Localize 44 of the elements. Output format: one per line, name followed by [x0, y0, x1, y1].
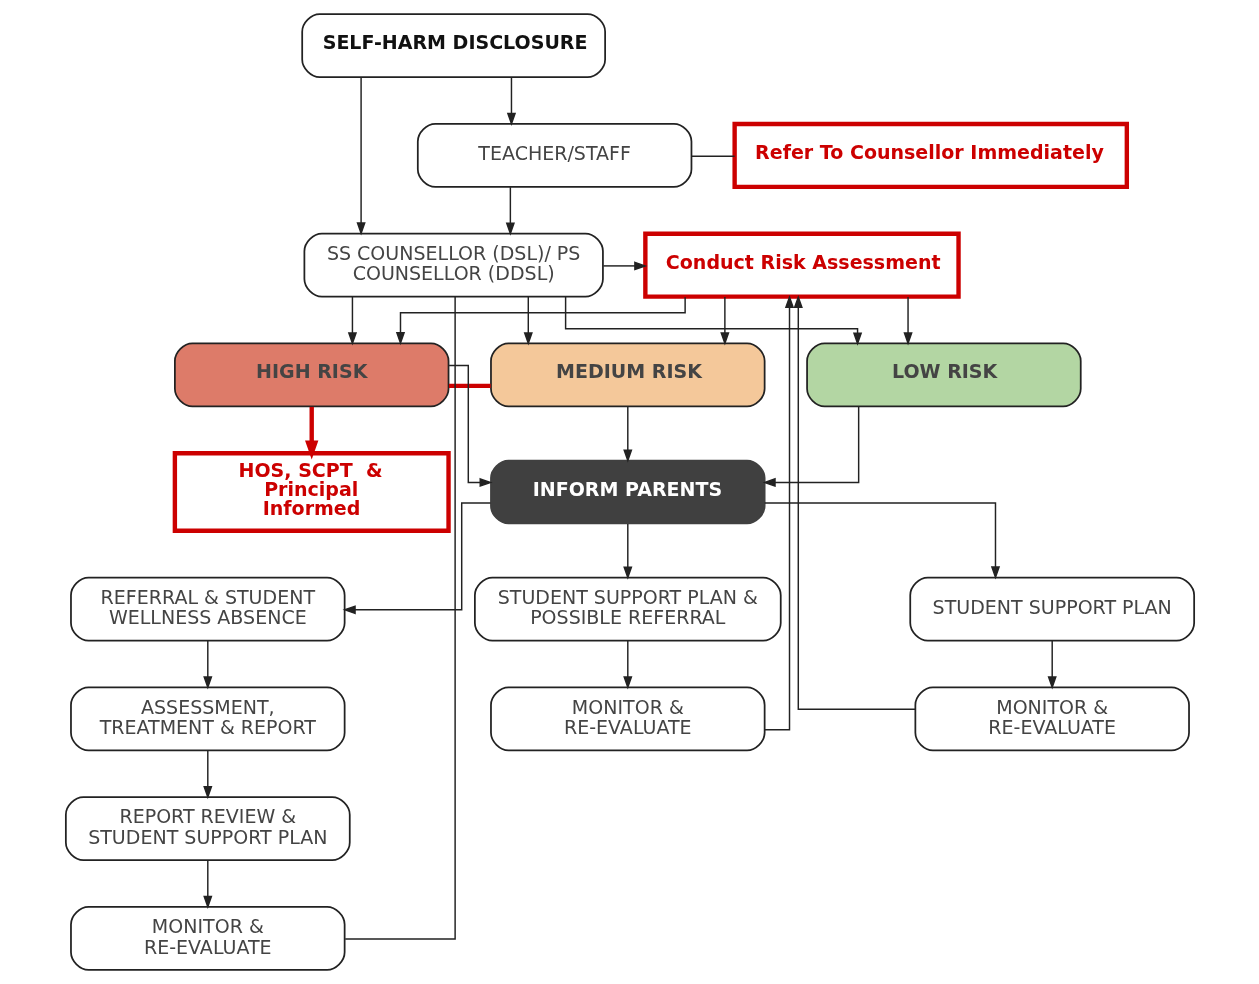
node-box: STUDENT SUPPORT PLAN — [908, 576, 1195, 642]
node-box: SS COUNSELLOR (DSL)/ PS COUNSELLOR (DDSL) — [303, 232, 604, 298]
node-box: Conduct Risk Assessment — [642, 231, 961, 299]
node-box: MONITOR & RE-EVALUATE — [69, 906, 345, 971]
arrow — [1047, 640, 1057, 690]
node-box: MONITOR & RE-EVALUATE — [914, 686, 1190, 752]
arrow — [342, 502, 491, 615]
node-box: HOS, SCPT & Principal Informed — [172, 451, 451, 533]
arrow — [719, 296, 729, 346]
arrow — [564, 296, 862, 346]
node-box: Refer To Counsellor Immediately — [731, 121, 1129, 190]
node-box: HIGH RISK — [173, 342, 449, 408]
connector — [690, 155, 735, 157]
arrow — [763, 502, 1000, 580]
node-box: REFERRAL & STUDENT WELLNESS ABSENCE — [69, 576, 345, 642]
arrow — [202, 749, 212, 800]
arrow — [622, 640, 632, 690]
arrow — [505, 186, 515, 236]
node-box: INFORM PARENTS — [489, 459, 765, 525]
arrow — [902, 296, 913, 346]
node-box: REPORT REVIEW & STUDENT SUPPORT PLAN — [64, 796, 351, 861]
node-box: ASSESSMENT, TREATMENT & REPORT — [69, 686, 345, 752]
node-box: MEDIUM RISK — [489, 342, 765, 408]
arrow — [447, 364, 493, 488]
arrow — [622, 406, 632, 463]
node-box: TEACHER/STAFF — [416, 123, 692, 188]
node-box: STUDENT SUPPORT PLAN & POSSIBLE REFERRAL — [473, 576, 782, 642]
arrow — [622, 523, 632, 580]
arrow — [202, 640, 212, 690]
node-box: SELF-HARM DISCLOSURE — [300, 13, 606, 78]
arrow — [347, 296, 357, 346]
connector — [343, 296, 456, 940]
arrow — [763, 294, 794, 731]
arrow — [602, 261, 647, 271]
arrow — [506, 76, 516, 126]
arrow — [202, 859, 212, 909]
node-box: MONITOR & RE-EVALUATE — [489, 686, 765, 752]
connector — [448, 383, 491, 389]
arrow — [793, 294, 916, 711]
arrow — [762, 405, 859, 488]
node-box: LOW RISK — [805, 342, 1082, 408]
arrow — [304, 406, 318, 460]
arrow — [356, 76, 366, 236]
arrow — [523, 296, 533, 346]
